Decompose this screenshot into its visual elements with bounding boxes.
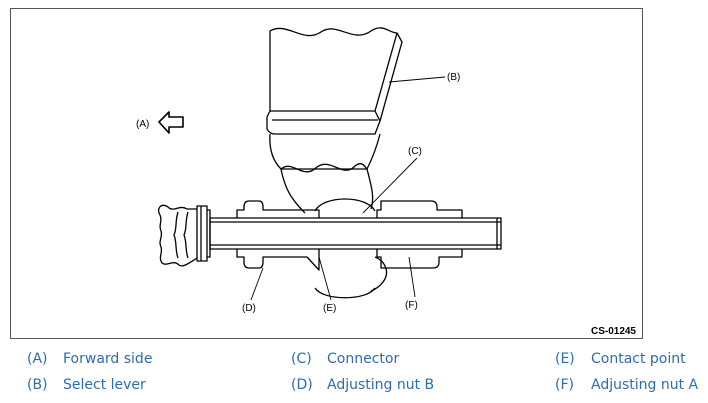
select-lever-collar [266, 110, 381, 135]
diagram-drawing: (A) (B) (C) (D) (E) (F) CS-01245 [136, 27, 636, 337]
rod-end-fitting [196, 205, 208, 262]
legend-code: (D) [291, 377, 313, 393]
legend-label: Select lever [63, 377, 146, 393]
dust-boot [157, 204, 198, 267]
legend-label: Connector [327, 351, 400, 367]
legend-item-e: (E) Contact point [555, 349, 686, 369]
figure-id: CS-01245 [591, 326, 636, 337]
legend-item-f: (F) Adjusting nut A [555, 375, 698, 395]
hollow-left-arrow-icon [158, 111, 184, 134]
legend-label: Forward side [63, 351, 153, 367]
legend-code: (F) [555, 377, 574, 393]
select-lever-neck [269, 133, 381, 170]
select-lever-edge [374, 32, 403, 122]
diagram-figure: (A) (B) (C) (D) (E) (F) CS-01245 [10, 8, 643, 339]
legend-label: Contact point [591, 351, 686, 367]
callout-d: (D) [242, 303, 256, 314]
callout-c: (C) [408, 146, 422, 157]
legend-code: (B) [27, 377, 48, 393]
legend: (A) Forward side (B) Select lever (C) Conne… [0, 349, 708, 403]
adjusting-nut-a [376, 200, 463, 269]
callout-f: (F) [405, 300, 418, 311]
callout-a: (A) [136, 119, 149, 130]
legend-label: Adjusting nut A [591, 377, 699, 393]
callout-e: (E) [323, 303, 336, 314]
legend-item-d: (D) Adjusting nut B [291, 375, 434, 395]
adjusting-nut-b [236, 200, 320, 271]
legend-label: Adjusting nut B [327, 377, 435, 393]
connector-ball [314, 198, 376, 212]
legend-code: (C) [291, 351, 312, 367]
callout-b: (B) [447, 72, 460, 83]
select-lever-body [269, 27, 398, 112]
legend-item-c: (C) Connector [291, 349, 399, 369]
legend-code: (E) [555, 351, 575, 367]
legend-item-b: (B) Select lever [27, 375, 146, 395]
legend-item-a: (A) Forward side [27, 349, 152, 369]
legend-code: (A) [27, 351, 48, 367]
